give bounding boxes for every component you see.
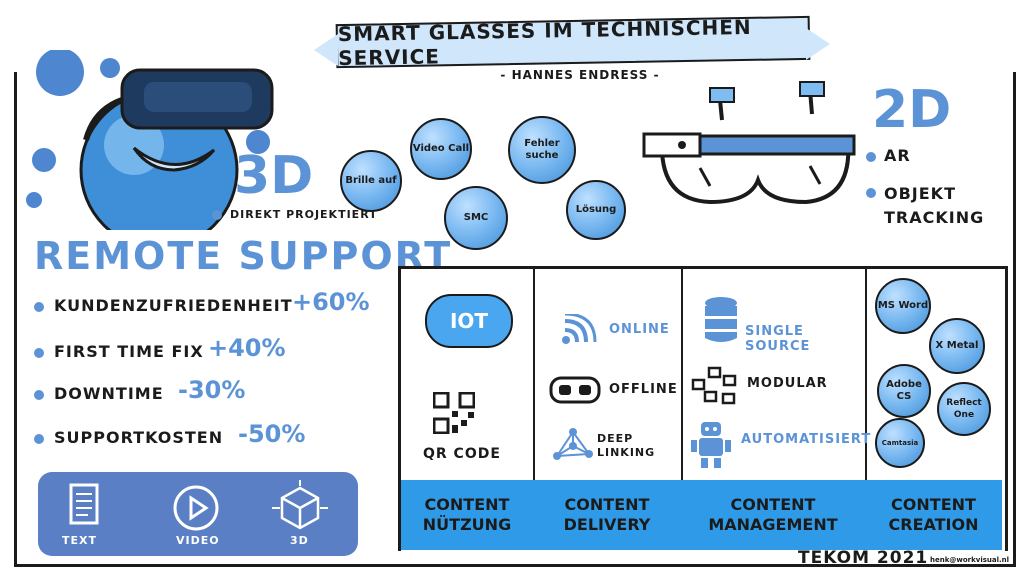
two-d-heading: 2D bbox=[872, 80, 952, 140]
tool-adobe-cs: Adobe CS bbox=[877, 364, 931, 418]
bubble-label: Brille auf bbox=[345, 175, 397, 186]
column-footer: Content Creation bbox=[865, 480, 1002, 550]
column-footer-label: Content Creation bbox=[888, 495, 979, 534]
metric-value: +40% bbox=[208, 334, 286, 362]
page-frame bbox=[14, 72, 1016, 567]
bullet-dot bbox=[34, 348, 44, 358]
management-single-source: Single Source bbox=[745, 324, 811, 354]
tool-label: Reflect One bbox=[946, 398, 982, 420]
qr-code-icon bbox=[433, 392, 475, 434]
metric-value: -30% bbox=[178, 376, 246, 404]
author: - Hannes Endreß - bbox=[500, 68, 660, 82]
metric-value: -50% bbox=[238, 420, 306, 448]
tool-x-metal: X Metal bbox=[929, 318, 985, 374]
bubble-label: SMC bbox=[463, 212, 489, 223]
page-title: Smart Glasses im Technischen Service bbox=[337, 14, 752, 71]
database-icon bbox=[705, 297, 737, 342]
qr-code-label: QR Code bbox=[423, 446, 501, 462]
bubble-brille-auf: Brille auf bbox=[340, 150, 402, 212]
play-video-icon bbox=[173, 485, 219, 531]
artist-credit: henk@workvisual.nl bbox=[930, 556, 1010, 564]
delivery-deep-linking: Deep Linking bbox=[597, 432, 656, 459]
tool-camtasia: Camtasia bbox=[875, 418, 925, 468]
tool-reflect-one: Reflect One bbox=[937, 382, 991, 436]
format-label-video: Video bbox=[176, 534, 220, 547]
column-content-delivery: Online Offline Deep Linking Content Deli… bbox=[533, 268, 683, 550]
banner-tail-right bbox=[806, 28, 830, 60]
banner-tail-left bbox=[314, 34, 338, 66]
bubble-video-call: Video Call bbox=[410, 118, 472, 180]
metric-label: Supportkosten bbox=[54, 428, 224, 447]
two-d-item-tracking: Objekt Tracking bbox=[884, 184, 985, 227]
wifi-signal-icon bbox=[562, 314, 597, 344]
remote-support-title: Remote Support bbox=[34, 234, 453, 278]
event-label: TEKOM 2021 bbox=[798, 548, 929, 568]
network-link-icon bbox=[553, 428, 593, 460]
format-label-3d: 3D bbox=[290, 534, 309, 547]
bullet-dot bbox=[34, 434, 44, 444]
bubble-label: Fehler suche bbox=[524, 138, 560, 161]
iot-cloud: IOT bbox=[425, 294, 513, 348]
bubble-label: Lösung bbox=[575, 204, 617, 215]
column-content-nutzung: IOT QR Code Content Nützung bbox=[401, 268, 535, 550]
bullet-dot bbox=[34, 302, 44, 312]
column-footer: Content Nützung bbox=[401, 480, 533, 550]
metric-value: +60% bbox=[292, 288, 370, 316]
management-automatisiert: Automatisiert bbox=[741, 432, 872, 447]
title-banner: Smart Glasses im Technischen Service bbox=[335, 14, 811, 71]
column-footer-label: Content Management bbox=[708, 495, 838, 534]
delivery-offline: Offline bbox=[609, 382, 678, 397]
vr-goggles-icon bbox=[549, 376, 601, 404]
column-footer: Content Delivery bbox=[533, 480, 681, 550]
column-content-creation: MS Word X Metal Adobe CS Reflect One Cam… bbox=[865, 268, 1002, 550]
three-d-caption: Direkt projektiert bbox=[230, 208, 378, 221]
bullet-dot bbox=[866, 152, 876, 162]
tool-ms-word: MS Word bbox=[875, 278, 931, 334]
bullet-dot bbox=[212, 210, 222, 220]
column-footer-label: Content Nützung bbox=[422, 495, 512, 534]
text-document-icon bbox=[69, 483, 99, 525]
column-content-management: Single Source Modular Automatisiert Cont… bbox=[681, 268, 870, 550]
metric-label: Downtime bbox=[54, 384, 164, 403]
vr-headset-illustration bbox=[26, 50, 274, 230]
bubble-smc: SMC bbox=[444, 186, 508, 250]
format-panel: Text Video 3D bbox=[38, 472, 358, 556]
modular-blocks-icon bbox=[691, 366, 737, 405]
management-modular: Modular bbox=[747, 376, 828, 391]
tool-label: X Metal bbox=[935, 340, 979, 351]
bullet-dot bbox=[866, 188, 876, 198]
metric-label: First time fix bbox=[54, 342, 204, 361]
column-footer-label: Content Delivery bbox=[563, 495, 651, 534]
robot-icon bbox=[691, 422, 731, 468]
bubble-fehlersuche: Fehler suche bbox=[508, 116, 576, 184]
three-d-heading: 3D bbox=[234, 146, 314, 206]
format-label-text: Text bbox=[62, 534, 98, 547]
smart-glasses-illustration bbox=[642, 81, 856, 205]
tool-label: MS Word bbox=[877, 300, 929, 311]
tool-label: Camtasia bbox=[881, 439, 919, 447]
delivery-online: Online bbox=[609, 322, 670, 337]
iot-label: IOT bbox=[449, 309, 489, 333]
metric-label: Kundenzufriedenheit bbox=[54, 296, 293, 315]
bullet-dot bbox=[34, 390, 44, 400]
bubble-loesung: Lösung bbox=[566, 180, 626, 240]
bubble-label: Video Call bbox=[412, 143, 470, 154]
tool-label: Adobe CS bbox=[886, 379, 922, 402]
column-footer: Content Management bbox=[681, 480, 865, 550]
cube-3d-icon bbox=[272, 480, 328, 530]
two-d-item-ar: AR bbox=[884, 146, 911, 165]
